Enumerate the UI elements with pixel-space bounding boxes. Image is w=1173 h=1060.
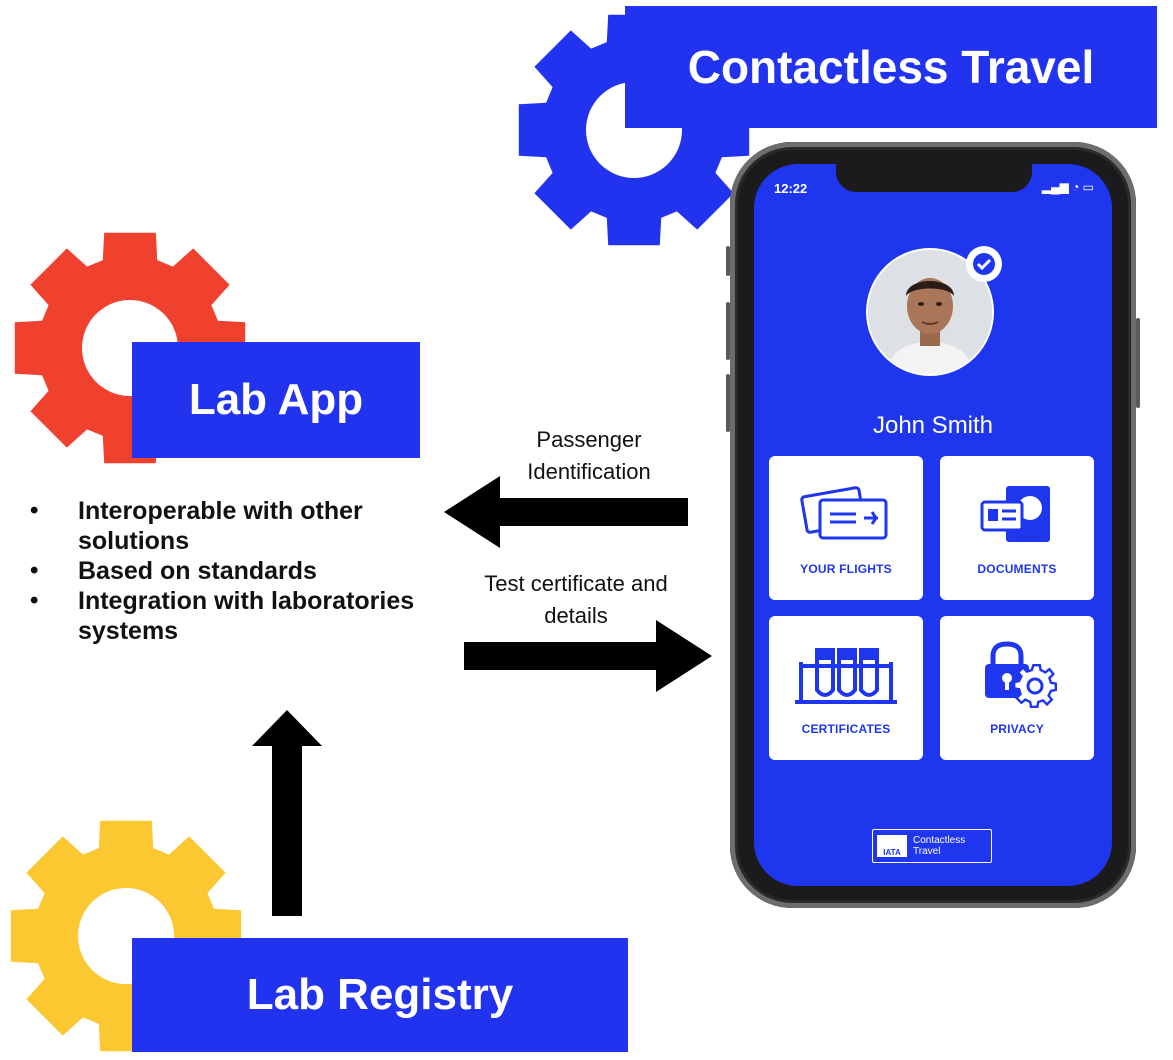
status-time: 12:22 — [774, 181, 808, 196]
certificates-tile[interactable]: CERTIFICATES — [769, 616, 923, 760]
brand-line-1: Contactless — [913, 835, 966, 846]
arrow-left — [444, 476, 688, 548]
feature-item: Based on standards — [30, 556, 418, 586]
lab-registry-label: Lab Registry — [132, 938, 628, 1052]
your-flights-tile[interactable]: YOUR FLIGHTS — [769, 456, 923, 600]
test-certificate-label: Test certificate and details — [484, 571, 668, 628]
status-icons: ▂▄▆ ◔ ▭ — [1041, 180, 1094, 194]
arrow-right — [464, 620, 712, 692]
privacy-label: PRIVACY — [990, 722, 1044, 736]
boarding-pass-icon — [800, 486, 888, 540]
phone-notch — [836, 164, 1032, 192]
phone-mockup: 12:22 ▂▄▆ ◔ ▭ John Smith — [726, 142, 1140, 908]
lock-gear-icon — [985, 641, 1058, 708]
phone-volume-down — [726, 374, 730, 432]
iata-contactless-logo: IATA Contactless Travel — [872, 829, 992, 863]
feature-item: Integration with laboratories systems — [30, 586, 418, 646]
iata-logo-icon: IATA — [877, 835, 907, 857]
feature-list: Interoperable with other solutions Based… — [30, 496, 418, 646]
phone-power-button — [1136, 318, 1140, 408]
documents-label: DOCUMENTS — [977, 562, 1057, 576]
user-name: John Smith — [872, 412, 994, 439]
arrow-up — [252, 710, 322, 916]
privacy-tile[interactable]: PRIVACY — [940, 616, 1094, 760]
your-flights-label: YOUR FLIGHTS — [800, 562, 892, 576]
brand-line-2: Travel — [913, 846, 941, 857]
certificates-label: CERTIFICATES — [801, 722, 891, 736]
verified-check-icon — [966, 246, 1002, 282]
documents-tile[interactable]: DOCUMENTS — [940, 456, 1094, 600]
phone-screen: 12:22 ▂▄▆ ◔ ▭ John Smith — [754, 164, 1112, 886]
contactless-travel-label: Contactless Travel — [625, 6, 1157, 128]
feature-item: Interoperable with other solutions — [30, 496, 418, 556]
test-tubes-icon — [795, 648, 897, 704]
lab-app-label: Lab App — [132, 342, 420, 458]
phone-mute-switch — [726, 246, 730, 276]
documents-icon — [980, 486, 1050, 542]
passenger-identification-label: Passenger Identification — [527, 427, 651, 484]
phone-volume-up — [726, 302, 730, 360]
